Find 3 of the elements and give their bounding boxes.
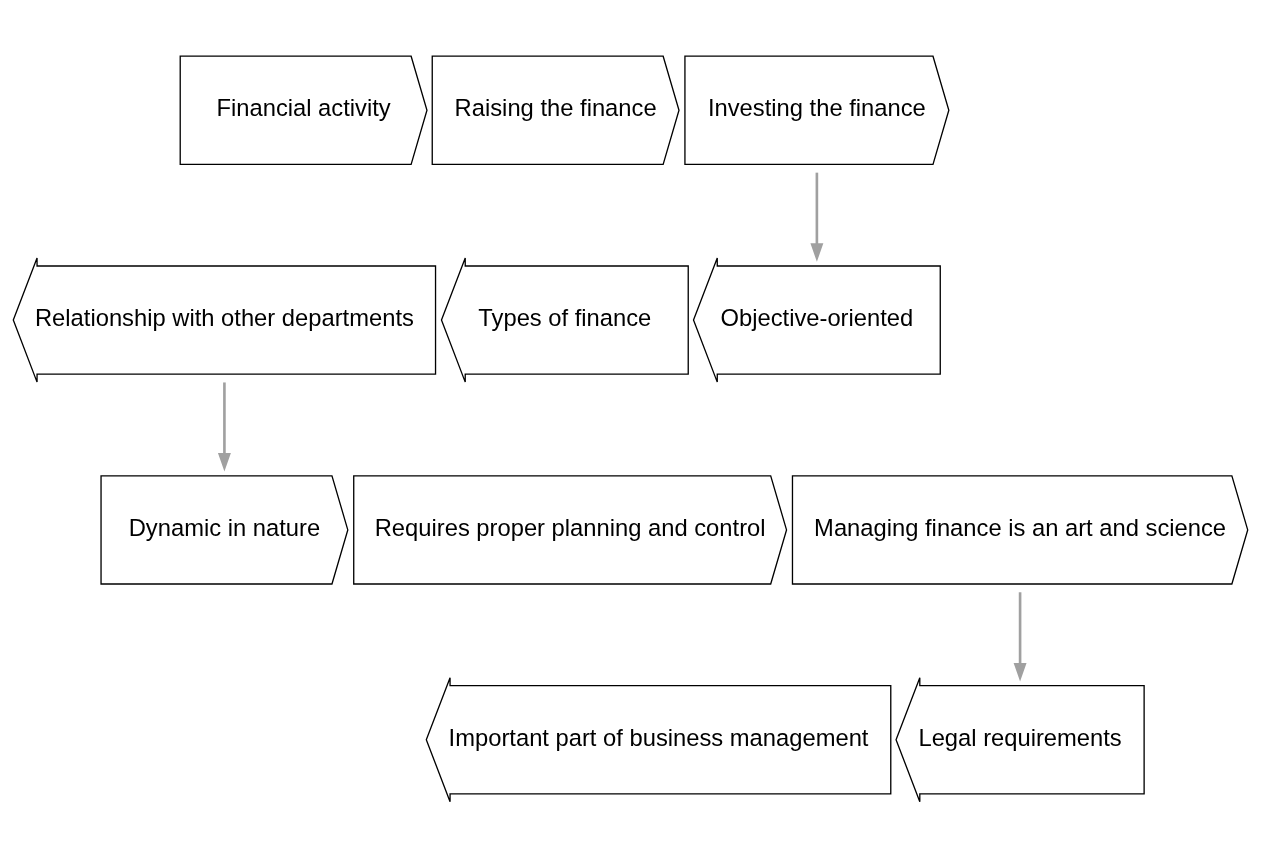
arrow [217, 381, 231, 472]
arrow [810, 172, 824, 262]
arrow [1013, 591, 1027, 681]
